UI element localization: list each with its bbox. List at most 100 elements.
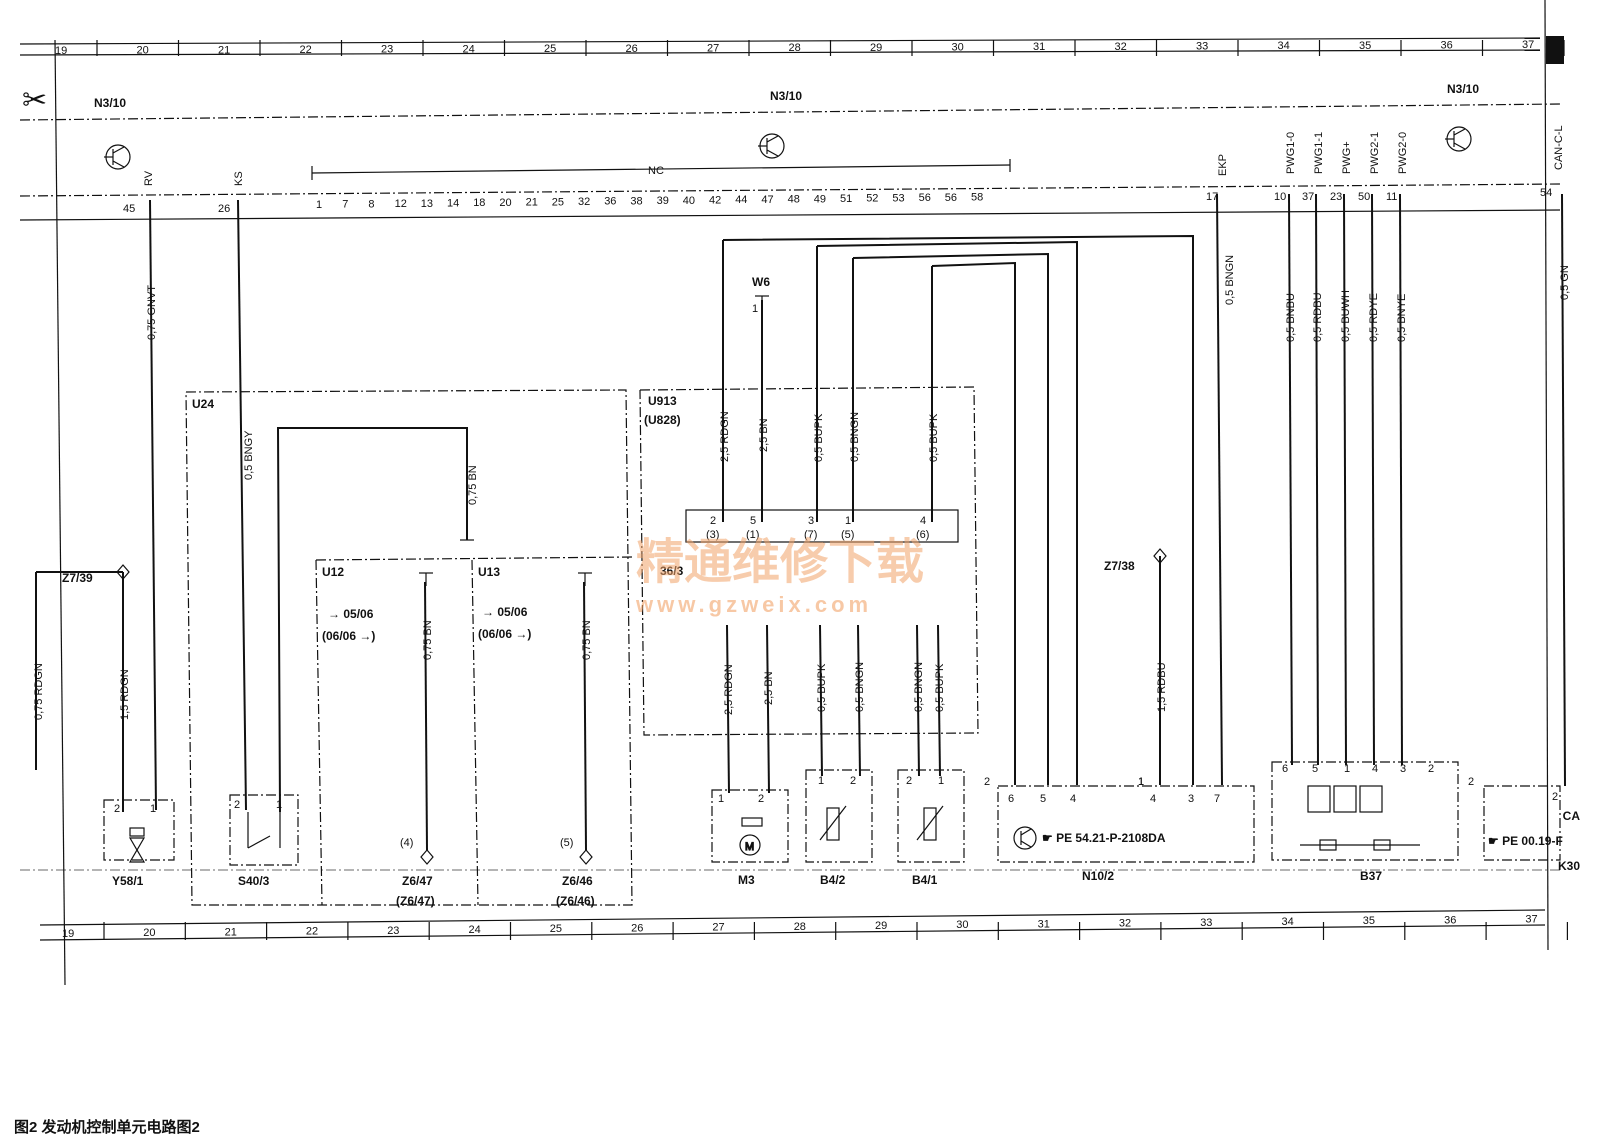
right-pin: 2 (1552, 791, 1558, 803)
wire-label: 2,5 RDGN (723, 664, 735, 715)
block-z738: Z7/38 (1104, 559, 1135, 573)
connector-pin-number: 1 (845, 515, 851, 527)
nc-pin-number: 1 (316, 199, 322, 211)
terminal-tee-icon (755, 295, 769, 310)
grid-number: 33 (1196, 41, 1208, 53)
grid-number: 29 (870, 42, 882, 54)
transistor-icon (1445, 126, 1472, 152)
s40-3-pin: 2 (234, 799, 240, 811)
block-u13: U13 (478, 565, 500, 579)
pwg-pin-number: 37 (1302, 191, 1314, 203)
nc-pin-number: 12 (395, 198, 407, 210)
wire-label: 0,5 BNGN (854, 662, 866, 712)
block-u24: U24 (192, 397, 214, 411)
grid-number: 24 (469, 924, 481, 936)
grid-number: 34 (1278, 40, 1290, 52)
z646-top: Z6/46 (562, 874, 593, 888)
wire-label: 0,5 BNBU (1285, 293, 1297, 342)
nc-pin-number: 40 (683, 195, 695, 207)
wire-label: 0,5 BUPK (813, 413, 825, 462)
z647-top: Z6/47 (402, 874, 433, 888)
nc-label: NC (648, 165, 664, 177)
grid-number: 22 (306, 926, 318, 938)
nc-pin-number: 58 (971, 192, 983, 204)
svg-text:M: M (745, 841, 754, 853)
n10-2-pin: 4 (1150, 793, 1156, 805)
right-side-a: CA (1563, 809, 1581, 823)
b37-pin: 2 (1428, 763, 1434, 775)
b37-pin: 5 (1312, 763, 1318, 775)
nc-pin-number: 36 (604, 196, 616, 208)
grid-number: 26 (626, 43, 638, 55)
diamond-marker-icon (1153, 548, 1167, 564)
n10-2-pin: 2 (984, 776, 990, 788)
s40-3-pin: 1 (276, 799, 282, 811)
grid-number: 32 (1119, 918, 1131, 930)
pwg-pin-name: PWG+ (1341, 141, 1353, 174)
connector-pin-number: 4 (920, 515, 926, 527)
wire-label: 0,5 BNYE (1396, 294, 1408, 342)
nc-pin-number: 14 (447, 198, 459, 210)
wire-label: 0,75 RDGN (33, 663, 45, 720)
block-u13-line2: (06/06 →) (478, 627, 531, 641)
watermark-cn: 精通维修下载 (636, 536, 924, 589)
wire-label: 0,5 BNGN (1224, 255, 1236, 305)
wire-label: 0,5 BUPK (816, 663, 828, 712)
connector-pin-alt: (6) (916, 529, 929, 541)
nc-pin-number: 44 (735, 194, 747, 206)
component-m3: M3 (738, 873, 755, 887)
diamond-marker-icon (116, 564, 130, 580)
component-n10-2: N10/2 (1082, 869, 1114, 883)
grid-number: 32 (1115, 41, 1127, 53)
pin-number-ekp: 17 (1206, 191, 1218, 203)
wire-label: 2,5 BN (758, 418, 770, 452)
wiring (35, 193, 1566, 851)
wire-label: 0,5 RDBU (1312, 292, 1324, 342)
y58-1-pin: 2 (114, 803, 120, 815)
block-u12-line2: (06/06 →) (322, 629, 375, 643)
connector-pin-alt: (5) (841, 529, 854, 541)
n10-2-pin: 1 (1138, 776, 1144, 788)
grid-number: 36 (1441, 40, 1453, 52)
wire-label: 0,75 BN (581, 620, 593, 660)
wire-label: 0,75 BN (422, 620, 434, 660)
nc-pin-number: 25 (552, 196, 564, 208)
nc-pin-number: 8 (368, 198, 374, 210)
component-b37-box (1271, 761, 1459, 861)
terminal-tee-icon (419, 572, 433, 586)
block-u12-line1: → 05/06 (328, 607, 374, 621)
grid-number: 28 (794, 921, 806, 933)
n10-2-pin: 6 (1008, 793, 1014, 805)
grid-number: 26 (631, 922, 643, 934)
component-y58-1: Y58/1 (112, 874, 144, 888)
scissors-icon: ✂ (22, 84, 47, 117)
pwg-pin-number: 10 (1274, 191, 1286, 203)
component-s40-3-box (229, 794, 299, 866)
pwg-pin-name: PWG1-1 (1313, 132, 1325, 174)
b37-pin: 4 (1372, 763, 1378, 775)
grid-number: 37 (1525, 914, 1537, 926)
connector-pin-number: 3 (808, 515, 814, 527)
m3-pin: 2 (758, 793, 764, 805)
connector-pins: 2(3)5(1)3(7)1(5)4(6) (706, 515, 929, 541)
sensor-resistor-icon (916, 805, 944, 841)
transistor-icon (758, 133, 785, 159)
pwg-pin-name: PWG1-0 (1285, 132, 1297, 174)
pedal-sensor-icon (1300, 785, 1420, 851)
wire-label: 0,5 RDYE (1368, 293, 1380, 342)
block-u828: (U828) (644, 413, 681, 427)
nc-pin-number: 32 (578, 196, 590, 208)
pin-name-ekp: EKP (1217, 154, 1229, 176)
b4-2-pin: 2 (850, 775, 856, 787)
unit-label-right: N3/10 (1447, 82, 1479, 96)
grid-number: 29 (875, 920, 887, 932)
nc-pin-number: 21 (526, 197, 538, 209)
n10-2-pin: 5 (1040, 793, 1046, 805)
component-m3-box (711, 789, 789, 863)
pin-number-rv: 45 (123, 203, 135, 215)
n10-2-ref: ☛ PE 54.21-P-2108DA (1042, 831, 1166, 845)
